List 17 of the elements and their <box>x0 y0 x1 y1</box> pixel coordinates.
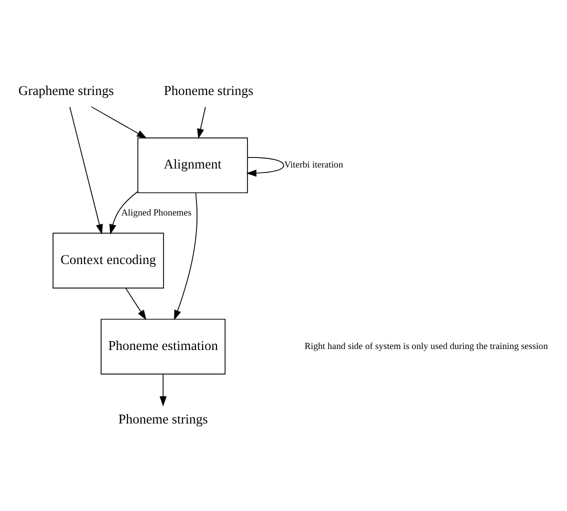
arrow <box>109 190 138 234</box>
arrow <box>197 106 206 138</box>
node-text: Phoneme strings <box>164 82 254 98</box>
edge-label: Aligned Phonemes <box>121 208 192 218</box>
arrow <box>174 192 198 320</box>
arrow <box>69 106 103 234</box>
arrow <box>91 106 147 138</box>
node-text: Phoneme strings <box>118 411 208 426</box>
label: Right hand side of system is only used during the training session <box>304 342 548 352</box>
node-box: Phoneme estimation <box>100 318 226 374</box>
arrow <box>125 287 146 320</box>
node-box: Alignment <box>137 137 248 193</box>
arrow <box>246 156 284 176</box>
arrow <box>160 373 167 406</box>
node-box: Context encoding <box>52 232 164 288</box>
edge-label: Viterbi iteration <box>284 160 344 170</box>
node-text: Grapheme strings <box>18 82 114 98</box>
